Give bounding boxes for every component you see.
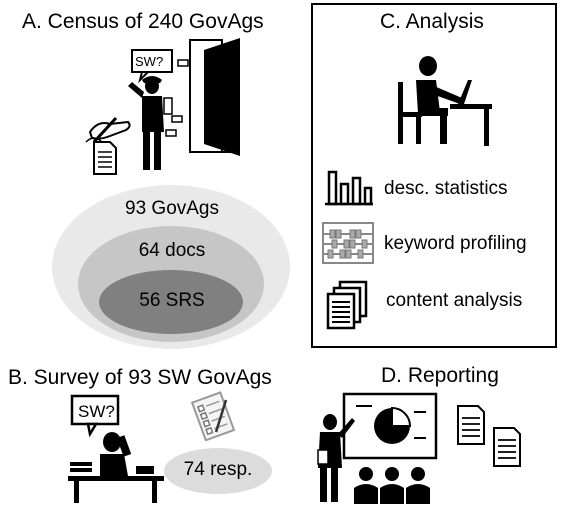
reporting-title: D. Reporting (381, 364, 499, 387)
srs-count-label: 56 SRS (139, 290, 205, 311)
door-icon (189, 38, 240, 156)
presentation-board-icon (342, 392, 438, 460)
abacus-icon (322, 222, 374, 264)
questionnaire-icon (190, 391, 236, 442)
analyst-at-laptop-icon (398, 56, 492, 146)
docs-count-label: 64 docs (138, 240, 206, 261)
srs-ellipse (99, 270, 243, 334)
report-document-icon (457, 405, 521, 467)
audience-icon (354, 467, 430, 504)
survey-bubble-text: SW? (78, 402, 115, 421)
presenter-icon (317, 414, 355, 502)
report-documents-icon (457, 405, 521, 467)
keyword-profiling-label: keyword profiling (384, 233, 527, 254)
writing-hand-icon (85, 116, 131, 144)
bar-chart-icon (325, 170, 373, 206)
desc-statistics-label: desc. statistics (384, 178, 508, 199)
analysis-title: C. Analysis (380, 10, 484, 33)
survey-title: B. Survey of 93 SW GovAgs (8, 366, 272, 389)
census-person-icon (128, 76, 173, 170)
presentation-icon (317, 392, 438, 504)
stacked-documents-icon (326, 280, 368, 330)
responses-label: 74 resp. (183, 459, 253, 480)
document-icon (93, 141, 117, 175)
survey-phone-person-icon: SW? (68, 394, 164, 503)
census-title: A. Census of 240 GovAgs (22, 10, 264, 33)
analysis-panel (311, 3, 557, 348)
census-bubble-text: SW? (135, 54, 163, 69)
content-analysis-label: content analysis (386, 290, 523, 311)
govags-count-label: 93 GovAgs (125, 198, 219, 219)
census-illustration: SW? (85, 38, 240, 175)
speech-bubble-icon: SW? (131, 49, 173, 84)
survey-speech-bubble-icon: SW? (70, 394, 120, 438)
responses-ellipse (164, 448, 272, 494)
